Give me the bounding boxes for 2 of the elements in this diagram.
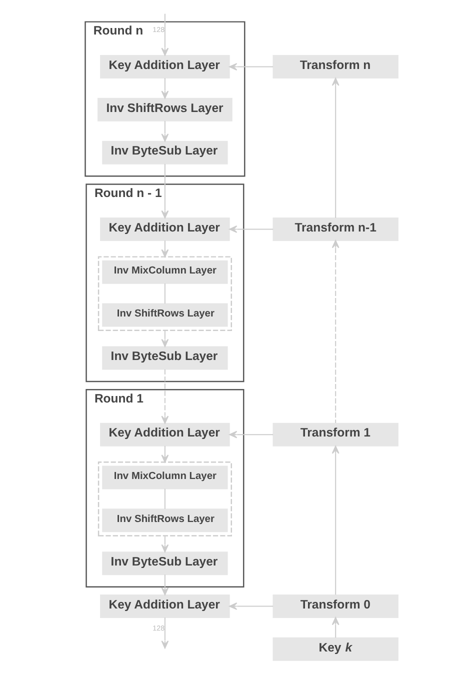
edge-label: 128 [152, 624, 164, 633]
edge-label: 128 [152, 26, 164, 34]
